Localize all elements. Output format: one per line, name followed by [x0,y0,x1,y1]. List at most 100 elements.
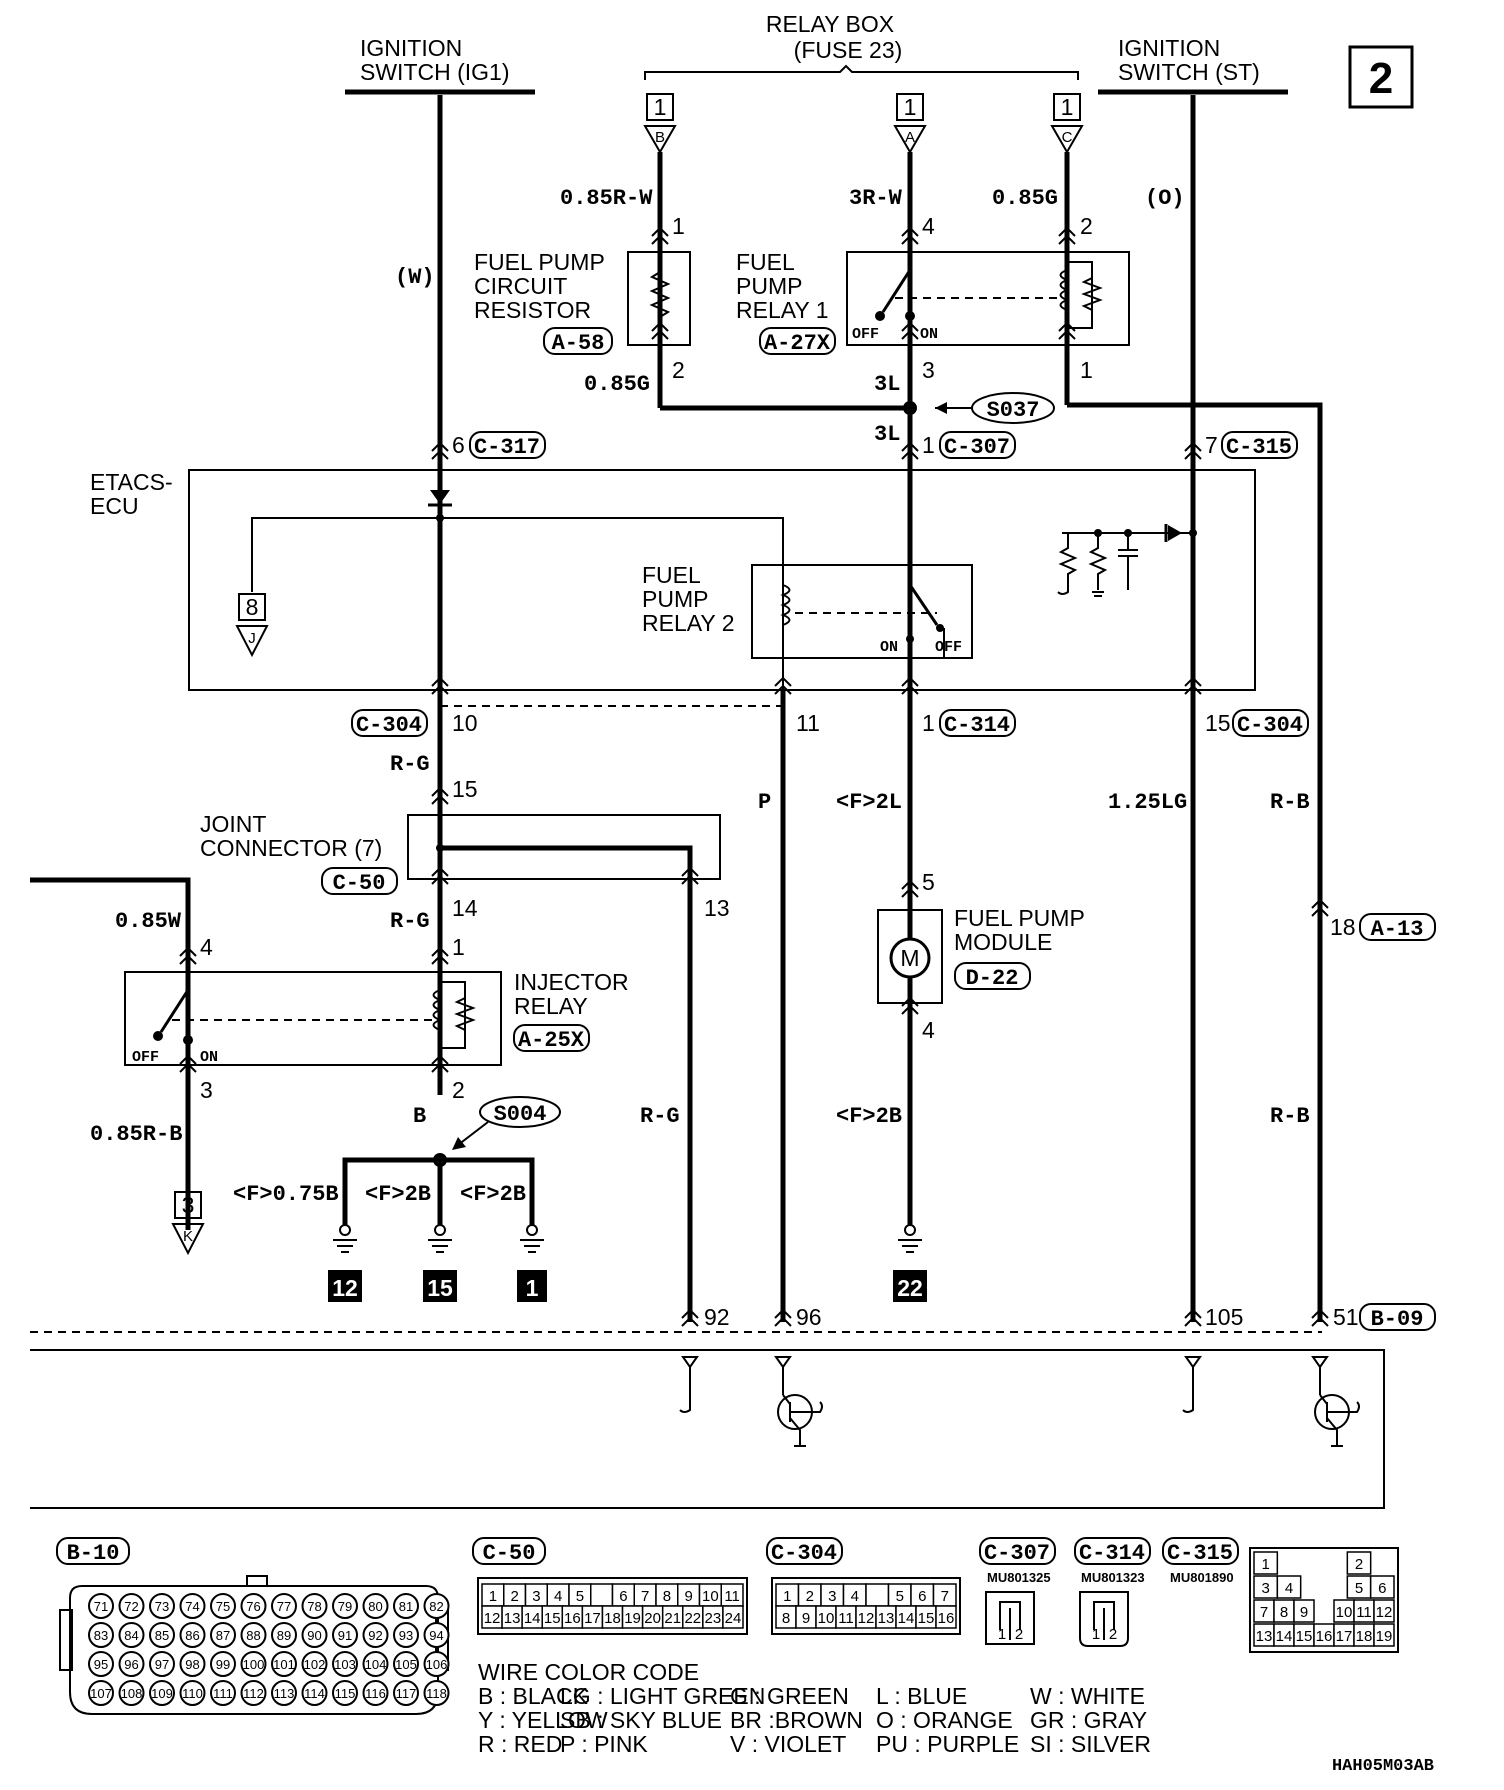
b10-pin-label: 92 [368,1628,382,1643]
terminal-chevron [901,441,919,460]
motor-symbol: M [900,945,919,971]
b10-pin-label: 106 [426,1657,448,1672]
terminal-chevron [179,1054,197,1073]
c304-pins-label: 1 [783,1588,791,1605]
svg-text:D-22: D-22 [966,966,1019,991]
pin-res-2: 2 [672,357,685,383]
offpage-k: 3 K [171,1191,205,1256]
b10-pin [301,1622,328,1648]
wire-label-f2b-pump: <F>2B [836,1104,902,1129]
connector-a13: A-13 [1359,913,1436,942]
b10-pin [118,1593,145,1619]
svg-text:1: 1 [1061,94,1074,120]
connector-c304-left: C-304 [351,709,428,738]
relay-box-terminal-b: 1 B [643,93,677,155]
pin-jc-13: 13 [704,895,730,921]
svg-text:22: 22 [897,1275,923,1301]
c315-label: 13 [1256,1628,1273,1645]
splice-s037-dot [903,401,917,415]
svg-text:1: 1 [998,1626,1006,1643]
wire-color-entry: G : GREEN [730,1683,849,1709]
b10-pin-label: 77 [277,1599,291,1614]
svg-text:MU801890: MU801890 [1170,1570,1234,1585]
b10-pin-label: 111 [213,1686,233,1701]
connector-c50: C-50 [321,867,398,896]
wire-label-f075b: <F>0.75B [233,1182,339,1207]
fuel-pump-relay-1 [846,251,1130,346]
c315-label: 11 [1356,1604,1372,1621]
c304-pins-label: 2 [806,1588,814,1605]
c315-label: 9 [1300,1604,1308,1621]
pin-ir-1: 1 [452,934,465,960]
wire-label-rg-1: R-G [390,752,430,777]
relay1-off: OFF [852,326,879,343]
pin-1-c307: 1 [922,432,935,458]
pin-jc-14: 14 [452,895,478,921]
c315-cell [1369,1575,1395,1599]
svg-text:3: 3 [182,1192,195,1218]
wire-label-p: P [758,790,771,815]
b10-pin-label: 75 [216,1599,230,1614]
b10-pin-label: 116 [365,1686,386,1701]
relay-box-terminal-a: 1 A [893,93,927,155]
fuel-pump-module: M [877,909,943,1004]
c304-pins-label: 9 [802,1610,810,1627]
fuel-pump-circuit-resistor [627,251,691,346]
c50-pins-label: 6 [619,1588,627,1605]
terminal-chevron [901,879,919,898]
wire-label-b: B [413,1104,426,1129]
svg-text:C-314: C-314 [944,713,1010,738]
terminal-chevron [431,946,449,965]
b10-pin-label: 114 [304,1686,325,1701]
c315-label: 17 [1336,1628,1353,1645]
c315-label: 18 [1356,1628,1373,1645]
wire-label-085g-res: 0.85G [584,372,650,397]
b10-pin [179,1651,206,1677]
b10-pin [118,1651,145,1677]
offpage-j: 8 J [235,593,269,658]
b10-pin-label: 87 [216,1628,230,1643]
terminal-chevron [431,786,449,805]
connector-c314: C-314 [939,709,1016,738]
c315-label: 19 [1376,1628,1393,1645]
b10-pin [210,1593,236,1619]
c50-pins-label: 16 [564,1610,581,1627]
wire-label-085rb: 0.85R-B [90,1122,182,1147]
connector-c307: C-307 [939,431,1016,460]
b10-pin-label: 80 [368,1599,382,1614]
c50-pins-label: 19 [624,1610,641,1627]
svg-text:15: 15 [427,1275,453,1301]
connector-a27x: A-27X [759,327,836,356]
wire-color-entry: PU : PURPLE [876,1731,1019,1757]
pin-1-c314: 1 [922,710,935,736]
b10-pin [362,1593,389,1619]
b10-pin-label: 97 [155,1657,169,1672]
b10-pin [423,1651,450,1677]
terminal-chevron [651,226,669,245]
b10-pin-label: 98 [185,1657,199,1672]
svg-text:J: J [248,630,256,647]
b10-pin [149,1622,175,1648]
svg-text:C-304: C-304 [356,713,422,738]
c315-cell [1253,1551,1279,1575]
pin-10: 10 [452,710,478,736]
c50-pins-label: 3 [532,1588,540,1605]
pin-15: 15 [1205,710,1231,736]
b10-pin-label: 71 [94,1599,108,1614]
b10-pin [393,1593,419,1619]
c50-pins-label: 2 [510,1588,518,1605]
relay2-off: OFF [935,639,962,656]
splice-s004-dot [433,1153,447,1167]
connector-d22: D-22 [954,962,1031,991]
b10-pin-label: 85 [155,1628,169,1643]
c304-pins-label: 10 [818,1610,835,1627]
svg-text:1: 1 [1092,1626,1100,1643]
c315-label: 16 [1316,1628,1333,1645]
b10-pin [88,1651,114,1677]
b10-pin [393,1680,419,1706]
b10-pin [149,1680,175,1706]
b10-pin [301,1680,328,1706]
terminal-chevron [774,1308,792,1327]
